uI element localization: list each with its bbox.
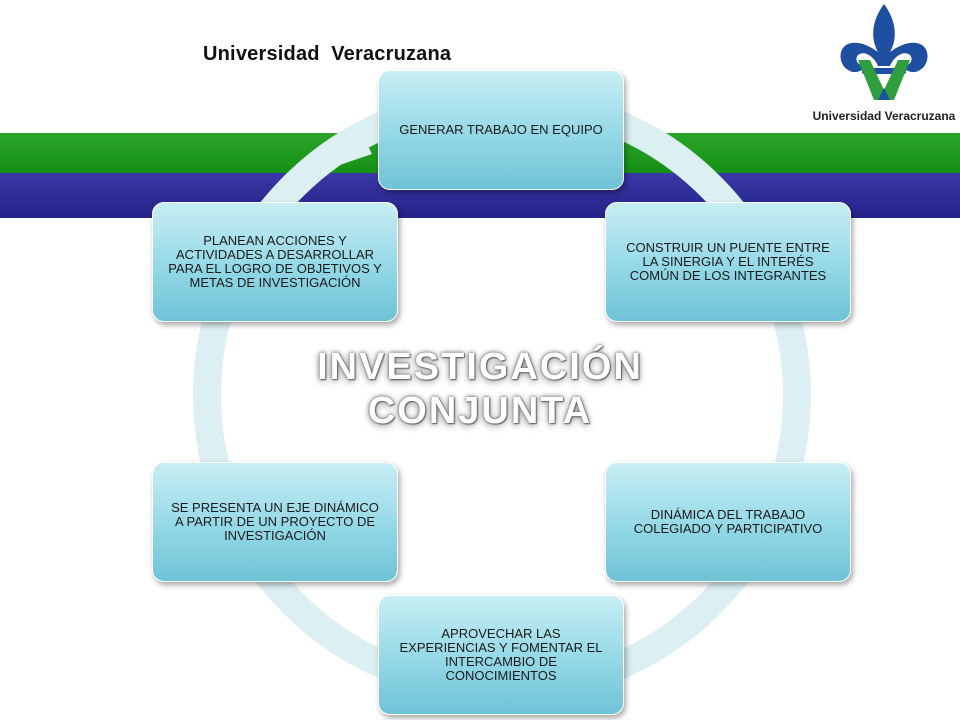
university-title: Universidad Veracruzana [203,43,452,65]
cycle-node-4: APROVECHAR LAS EXPERIENCIAS Y FOMENTAR E… [378,595,624,715]
center-title-line2: CONJUNTA [367,390,593,432]
logo-text: Universidad Veracruzana [812,109,956,123]
cycle-node-5: SE PRESENTA UN EJE DINÁMICO A PARTIR DE … [152,462,398,582]
center-title-line1: INVESTIGACIÓN [317,346,643,388]
cycle-node-6: PLANEAN ACCIONES Y ACTIVIDADES A DESARRO… [152,202,398,322]
center-title: INVESTIGACIÓN CONJUNTA [300,345,660,433]
cycle-node-3: DINÁMICA DEL TRABAJO COLEGIADO Y PARTICI… [605,462,851,582]
cycle-arrow-icon [325,122,372,170]
cycle-node-2: CONSTRUIR UN PUENTE ENTRE LA SINERGIA Y … [605,202,851,322]
fleur-de-lis-icon [840,4,928,100]
university-logo: Universidad Veracruzana [808,0,960,133]
cycle-node-1: GENERAR TRABAJO EN EQUIPO [378,70,624,190]
